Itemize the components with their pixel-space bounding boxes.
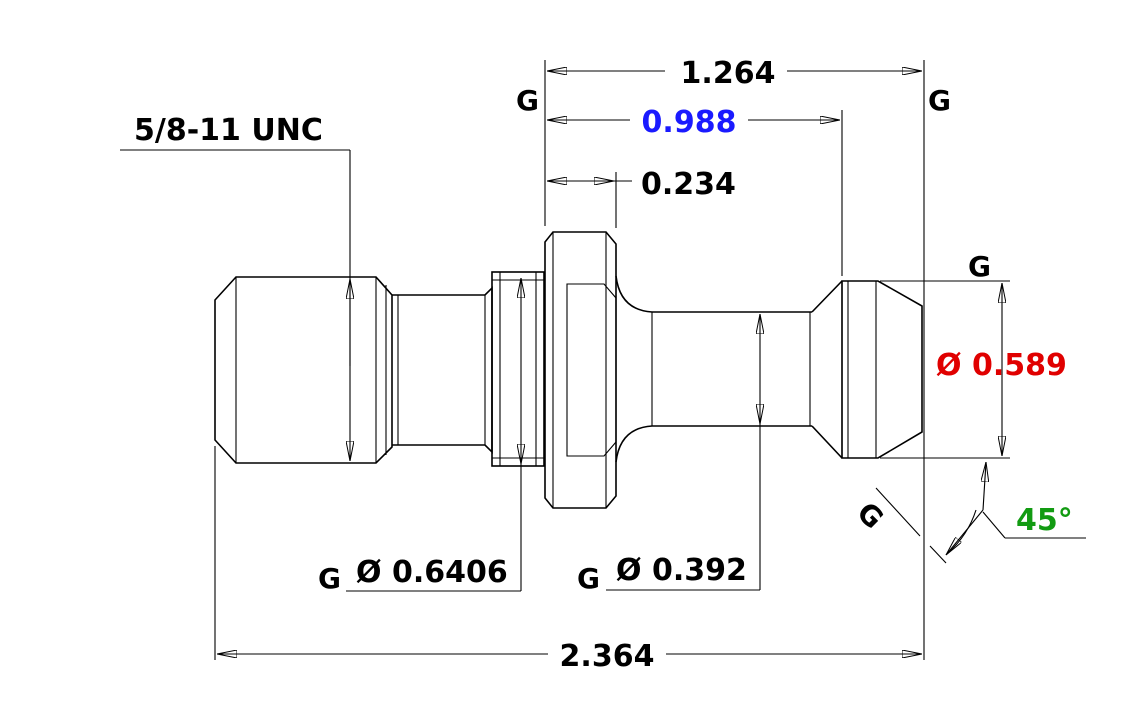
dim-dia-0392: G Ø 0.392 <box>577 314 760 595</box>
dim-2364: 2.364 <box>217 639 922 674</box>
dim-1264-label: 1.264 <box>681 56 776 91</box>
part-outline <box>214 231 923 509</box>
datum-g-head: G <box>968 250 991 283</box>
dim-1264: 1.264 <box>547 56 922 91</box>
thread-label: 5/8-11 UNC <box>134 113 323 148</box>
dim-dia-0392-label: Ø 0.392 <box>616 553 747 588</box>
head <box>841 280 923 459</box>
flange <box>544 231 617 509</box>
datum-g-angle: G <box>850 496 890 536</box>
datum-g-left-top: G <box>516 84 539 117</box>
dim-dia-06406: G Ø 0.6406 <box>318 278 521 595</box>
dim-0988: 0.988 <box>547 105 840 140</box>
dim-dia-0589: Ø 0.589 <box>936 283 1067 456</box>
dim-dia-0589-label: Ø 0.589 <box>936 348 1067 383</box>
thread-callout: 5/8-11 UNC <box>120 113 350 461</box>
thread-shank <box>214 276 393 464</box>
datum-g-0392: G <box>577 562 600 595</box>
datum-g-06406: G <box>318 562 341 595</box>
shank-neck <box>392 286 493 454</box>
dim-0234: 0.234 <box>547 167 736 202</box>
extension-lines <box>214 60 1010 660</box>
dim-dia-06406-label: Ø 0.6406 <box>356 555 508 590</box>
collar <box>491 271 545 467</box>
dim-angle-label: 45° <box>1016 503 1073 538</box>
datum-g-right-top: G <box>928 84 951 117</box>
dim-2364-label: 2.364 <box>560 639 655 674</box>
dim-0234-label: 0.234 <box>641 167 736 202</box>
dim-0988-label: 0.988 <box>642 105 737 140</box>
dim-angle-45: 45° G <box>850 462 1086 564</box>
